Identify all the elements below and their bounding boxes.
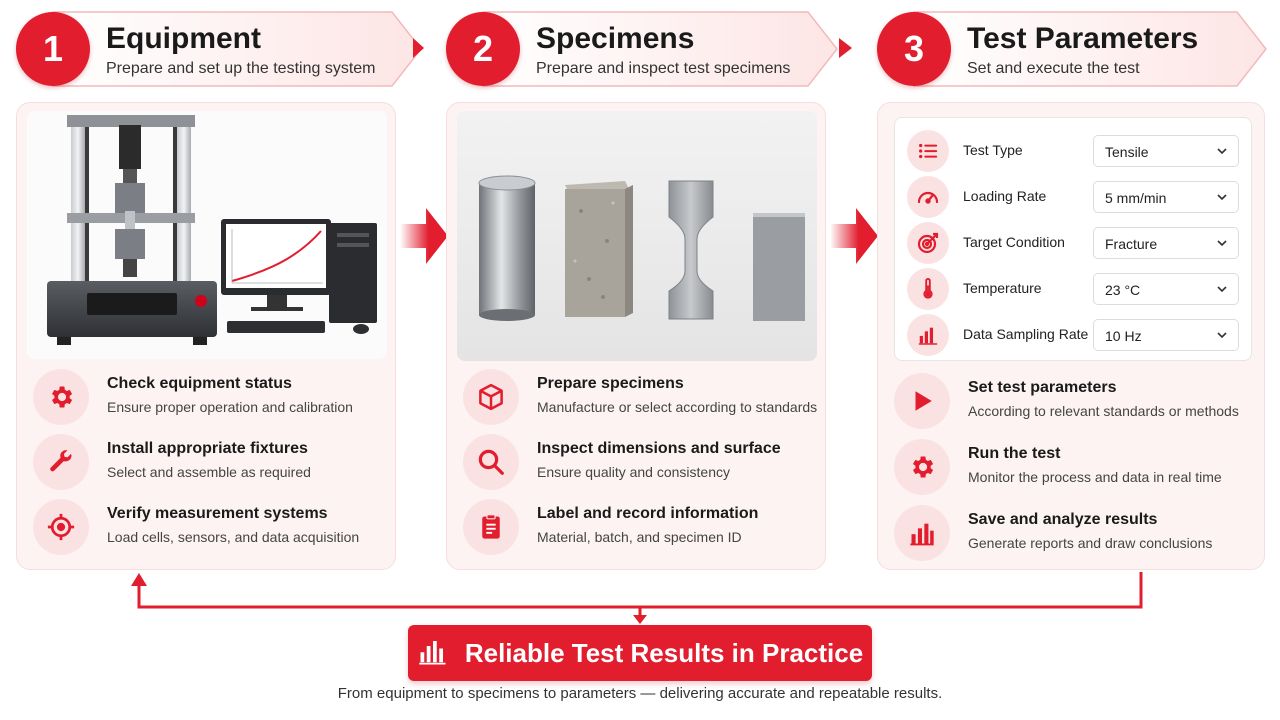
gauge-icon [907,176,949,218]
param-row-target-condition: Target Condition Fracture [907,222,1241,264]
specimens-item-inspect: Inspect dimensions and surface Ensure qu… [463,434,803,492]
parameters-item-save: Save and analyze results Generate report… [894,505,1234,563]
equipment-item-install-fixtures: Install appropriate fixtures Select and … [33,434,373,492]
step-3-title: Test Parameters [967,22,1199,55]
param-label: Test Type [963,142,1023,158]
step-3-number: 3 [877,12,951,86]
chevron-down-icon [1217,148,1227,155]
target-icon [33,499,89,555]
arrow-right-icon [830,208,878,264]
item-title: Verify measurement systems [107,505,328,522]
thermometer-icon [907,268,949,310]
testing-machine-image [27,111,387,359]
select-value: 10 Hz [1105,328,1142,344]
item-title: Label and record information [537,505,759,522]
item-subtitle: Ensure quality and consistency [537,464,730,480]
result-caption: From equipment to specimens to parameter… [337,685,943,702]
item-subtitle: According to relevant standards or metho… [968,403,1239,419]
specimens-item-prepare: Prepare specimens Manufacture or select … [463,369,817,427]
step-1-header: 1 Equipment Prepare and set up the testi… [16,10,426,88]
equipment-item-verify-measurement: Verify measurement systems Load cells, s… [33,499,373,557]
chevron-right-icon [413,38,424,58]
parameters-item-set: Set test parameters According to relevan… [894,373,1239,431]
step-2-subtitle: Prepare and inspect test specimens [536,60,791,77]
step-2-title: Specimens [536,22,695,55]
item-title: Run the test [968,445,1061,462]
param-label: Data Sampling Rate [963,326,1089,342]
cube-icon [463,369,519,425]
item-subtitle: Material, batch, and specimen ID [537,529,742,545]
parameters-item-run: Run the test Monitor the process and dat… [894,439,1234,497]
item-title: Prepare specimens [537,375,684,392]
parameters-card: Test Type Tensile Loading Rate 5 mm/min … [894,117,1252,361]
sampling-rate-select[interactable]: 10 Hz [1093,319,1239,351]
param-row-test-type: Test Type Tensile [907,130,1241,172]
step-2-header: 2 Specimens Prepare and inspect test spe… [446,10,846,88]
gear-icon [33,369,89,425]
chevron-down-icon [1217,240,1227,247]
item-subtitle: Manufacture or select according to stand… [537,399,818,415]
bar-chart-icon [417,636,449,671]
item-title: Install appropriate fixtures [107,440,308,457]
select-value: Tensile [1105,144,1149,160]
bullseye-icon [907,222,949,264]
step-3-subtitle: Set and execute the test [967,60,1140,77]
select-value: 5 mm/min [1105,190,1167,206]
magnifier-icon [463,434,519,490]
item-title: Set test parameters [968,379,1117,396]
gear-icon [894,439,950,495]
param-label: Temperature [963,280,1042,296]
play-icon [894,373,950,429]
item-title: Check equipment status [107,375,292,392]
specimens-panel: Prepare specimens Manufacture or select … [446,102,826,570]
equipment-item-check-status: Check equipment status Ensure proper ope… [33,369,373,427]
select-value: Fracture [1105,236,1158,252]
clipboard-icon [463,499,519,555]
item-title: Save and analyze results [968,511,1158,528]
specimens-item-label: Label and record information Material, b… [463,499,803,557]
param-row-temperature: Temperature 23 °C [907,268,1241,310]
item-subtitle: Ensure proper operation and calibration [107,399,353,415]
loading-rate-select[interactable]: 5 mm/min [1093,181,1239,213]
bar-chart-icon [894,505,950,561]
step-1-subtitle: Prepare and set up the testing system [106,60,376,77]
list-icon [907,130,949,172]
result-label: Reliable Test Results in Practice [464,637,864,668]
bar-chart-icon [907,314,949,356]
param-row-loading-rate: Loading Rate 5 mm/min [907,176,1241,218]
param-label: Target Condition [963,234,1065,250]
specimens-image [457,111,817,361]
step-1-number: 1 [16,12,90,86]
item-subtitle: Monitor the process and data in real tim… [968,469,1222,485]
target-condition-select[interactable]: Fracture [1093,227,1239,259]
chevron-down-icon [1217,332,1227,339]
chevron-down-icon [1217,286,1227,293]
step-2-number: 2 [446,12,520,86]
chevron-right-icon [839,38,852,58]
item-subtitle: Load cells, sensors, and data acquisitio… [107,529,360,545]
param-label: Loading Rate [963,188,1047,204]
item-subtitle: Generate reports and draw conclusions [968,535,1213,551]
item-subtitle: Select and assemble as required [107,464,311,480]
temperature-select[interactable]: 23 °C [1093,273,1239,305]
equipment-panel: Check equipment status Ensure proper ope… [16,102,396,570]
reliable-results-banner: Reliable Test Results in Practice [408,625,872,681]
select-value: 23 °C [1105,282,1141,298]
chevron-down-icon [1217,194,1227,201]
param-row-sampling-rate: Data Sampling Rate 10 Hz [907,314,1241,356]
item-title: Inspect dimensions and surface [537,440,781,457]
wrench-icon [33,434,89,490]
feedback-loop-connector [131,572,1143,624]
test-type-select[interactable]: Tensile [1093,135,1239,167]
step-1-title: Equipment [106,22,261,55]
arrow-right-icon [400,208,448,264]
test-parameters-panel: Test Type Tensile Loading Rate 5 mm/min … [877,102,1265,570]
step-3-header: 3 Test Parameters Set and execute the te… [877,10,1269,88]
